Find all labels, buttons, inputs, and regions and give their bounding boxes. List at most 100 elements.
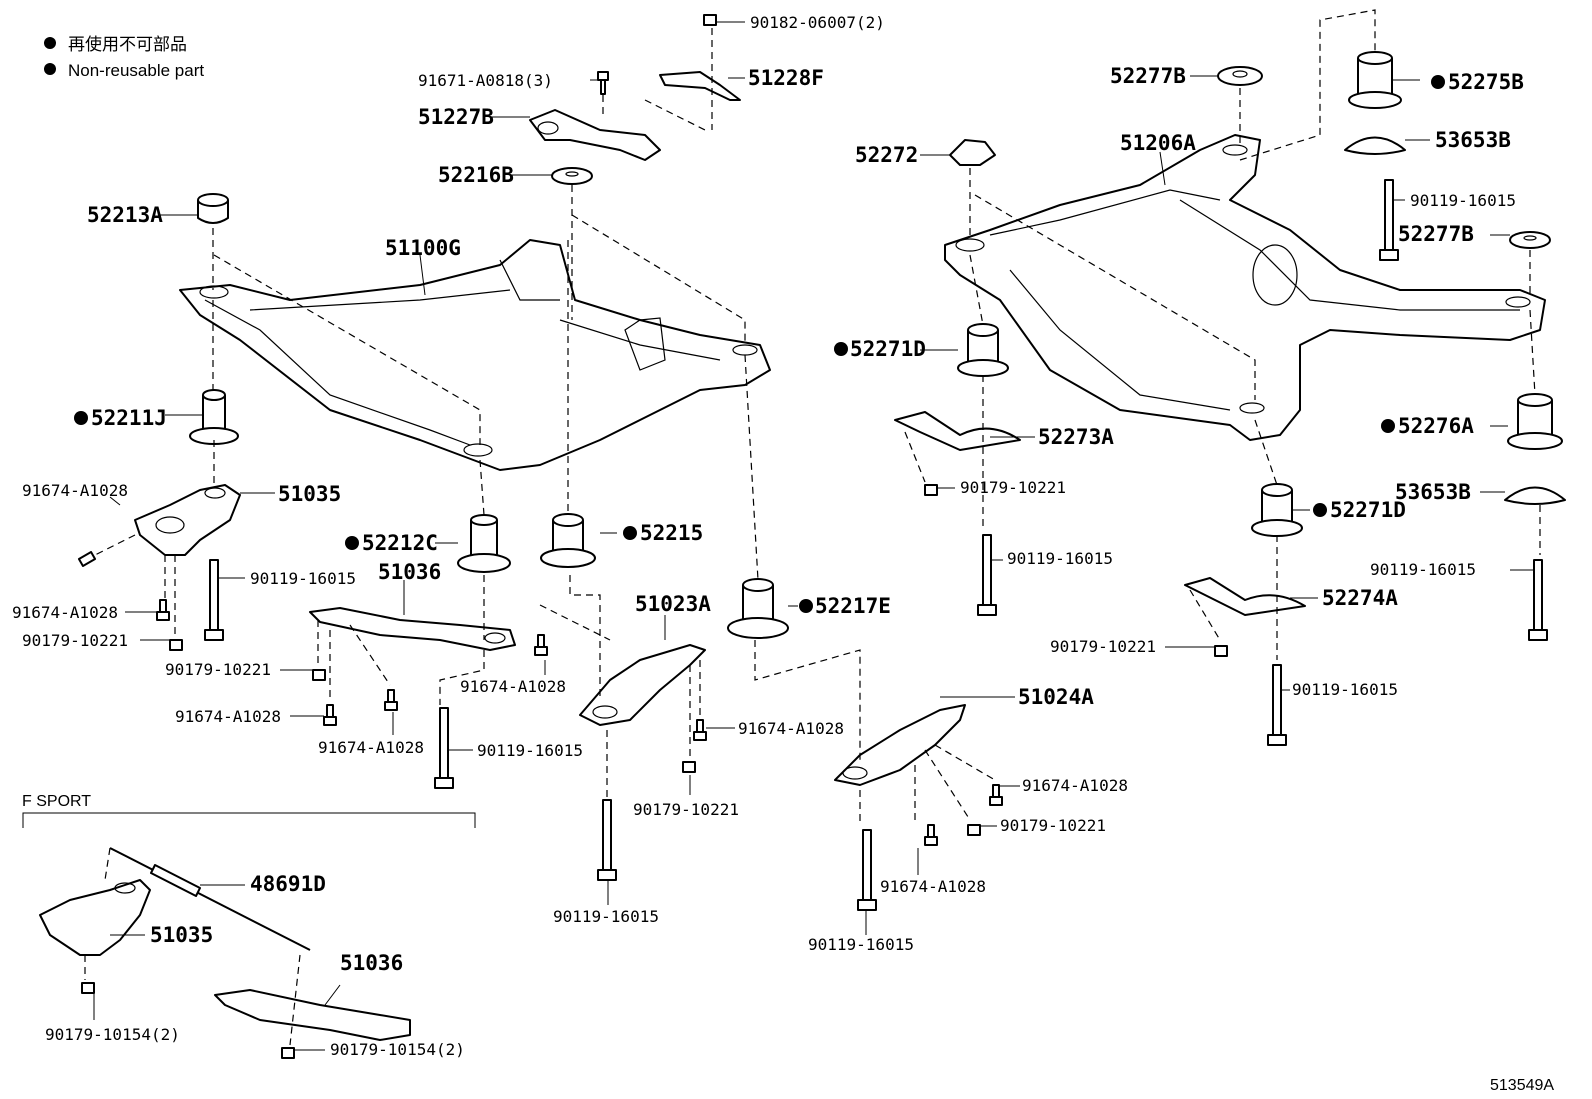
strut-48691d: [109, 847, 311, 951]
label-52275b: 52275B: [1448, 70, 1524, 94]
label-90119-16015: 90119-16015: [1370, 560, 1476, 579]
label-52276a: 52276A: [1398, 414, 1474, 438]
brace-51036: [309, 607, 516, 651]
label-90179-10221: 90179-10221: [165, 660, 271, 679]
washer-52277b-lower: [1509, 231, 1551, 249]
label-52277b: 52277B: [1110, 64, 1186, 88]
bolt-91674-icon: [323, 704, 337, 726]
bolt-90119-icon: [204, 559, 224, 641]
label-51227b: 51227B: [418, 105, 494, 129]
brace-51035: [134, 484, 241, 556]
label-90179-10221: 90179-10221: [22, 631, 128, 650]
bolt-90119-icon: [857, 829, 877, 911]
nut-90179-icon: [312, 669, 326, 681]
label-52216b: 52216B: [438, 163, 514, 187]
assembly-lines: [84, 9, 1541, 1046]
label-91674-a1028: 91674-A1028: [12, 603, 118, 622]
label-91674-a1028: 91674-A1028: [1022, 776, 1128, 795]
label-52213a: 52213A: [87, 203, 163, 227]
label-52211j: 52211J: [91, 406, 167, 430]
bolt-90119-icon: [434, 707, 454, 789]
nut-90179-icon: [281, 1047, 295, 1059]
label-91671-a0818: 91671-A0818(3): [418, 71, 553, 90]
non-reusable-dot-icon: [799, 599, 813, 613]
bracket-51228f: [659, 71, 741, 101]
rear-crossmember-51206a: [944, 134, 1546, 441]
bracket-52274a: [1184, 577, 1306, 616]
label-90119-16015: 90119-16015: [1292, 680, 1398, 699]
bolt-91674-icon: [384, 689, 398, 711]
label-91674-a1028: 91674-A1028: [22, 481, 128, 500]
non-reusable-dot-icon: [834, 342, 848, 356]
nut-90179-icon: [967, 824, 981, 836]
label-51036: 51036: [378, 560, 441, 584]
label-90119-16015: 90119-16015: [477, 741, 583, 760]
label-91674-a1028: 91674-A1028: [175, 707, 281, 726]
mount-52272: [949, 139, 996, 166]
bolt-90119-icon: [977, 534, 997, 616]
front-crossmember-51100g: [179, 239, 771, 471]
brace-51024a: [834, 704, 966, 786]
legend-jp: 再使用不可部品: [68, 34, 187, 54]
legend-en: Non-reusable part: [68, 61, 204, 80]
leader-lines: [93, 21, 1534, 1051]
bushing-52271d-right: [1251, 483, 1303, 537]
brace-51023a: [579, 644, 706, 726]
label-53653b: 53653B: [1395, 480, 1471, 504]
label-52215: 52215: [640, 521, 703, 545]
part-labels: 90182-06007(2) 91671-A0818(3) 51228F 512…: [12, 13, 1554, 1094]
bolt-90119-icon: [1379, 179, 1399, 261]
brace-51035-fsport: [39, 879, 151, 956]
bolt-91674-icon: [534, 634, 548, 656]
bolt-91674-icon: [156, 599, 170, 621]
label-52212c: 52212C: [362, 531, 438, 555]
bolt-91674-icon: [989, 784, 1003, 806]
bolt-90119-icon: [597, 799, 617, 881]
diagram-id: 513549A: [1490, 1077, 1554, 1094]
cone-53653b-upper: [1344, 136, 1406, 155]
bushing-52275b: [1348, 51, 1402, 109]
label-53653b: 53653B: [1435, 128, 1511, 152]
nut-90179-icon: [169, 639, 183, 651]
label-52277b: 52277B: [1398, 222, 1474, 246]
fsport-bracket-line: [22, 812, 476, 828]
bracket-52273a: [894, 411, 1021, 451]
nut-90179-icon: [1214, 645, 1228, 657]
non-reusable-dot-icon: [345, 536, 359, 550]
bushing-52217e: [727, 578, 789, 639]
nut-90182-icon: [703, 14, 717, 26]
label-90119-16015: 90119-16015: [808, 935, 914, 954]
label-51035-fsport: 51035: [150, 923, 213, 947]
label-51100g: 51100G: [385, 236, 461, 260]
label-90179-10154: 90179-10154(2): [330, 1040, 465, 1059]
label-48691d: 48691D: [250, 872, 326, 896]
non-reusable-dot-icon: [623, 526, 637, 540]
non-reusable-dot-icon: [1431, 75, 1445, 89]
label-91674-a1028: 91674-A1028: [460, 677, 566, 696]
non-reusable-markers: [74, 75, 1445, 613]
bolt-91674-icon: [77, 551, 97, 567]
non-reusable-dot-icon: [1313, 503, 1327, 517]
bolt-90119-icon: [1528, 559, 1548, 641]
label-90179-10221: 90179-10221: [1050, 637, 1156, 656]
bushing-52215: [540, 513, 596, 568]
label-52271d: 52271D: [850, 337, 926, 361]
label-90179-10154: 90179-10154(2): [45, 1025, 180, 1044]
label-91674-a1028: 91674-A1028: [738, 719, 844, 738]
label-52272: 52272: [855, 143, 918, 167]
bracket-51227b: [529, 109, 661, 161]
label-51035: 51035: [278, 482, 341, 506]
label-52217e: 52217E: [815, 594, 891, 618]
bushing-52213a: [197, 193, 229, 224]
bolt-91674-icon: [693, 719, 707, 741]
bushing-52212c: [457, 514, 511, 573]
label-91674-a1028: 91674-A1028: [318, 738, 424, 757]
washer-52277b-upper: [1217, 66, 1263, 86]
label-90182-06007: 90182-06007(2): [750, 13, 885, 32]
label-52271d: 52271D: [1330, 498, 1406, 522]
non-reusable-dot-icon: [74, 411, 88, 425]
label-90119-16015: 90119-16015: [250, 569, 356, 588]
label-51228f: 51228F: [748, 66, 824, 90]
